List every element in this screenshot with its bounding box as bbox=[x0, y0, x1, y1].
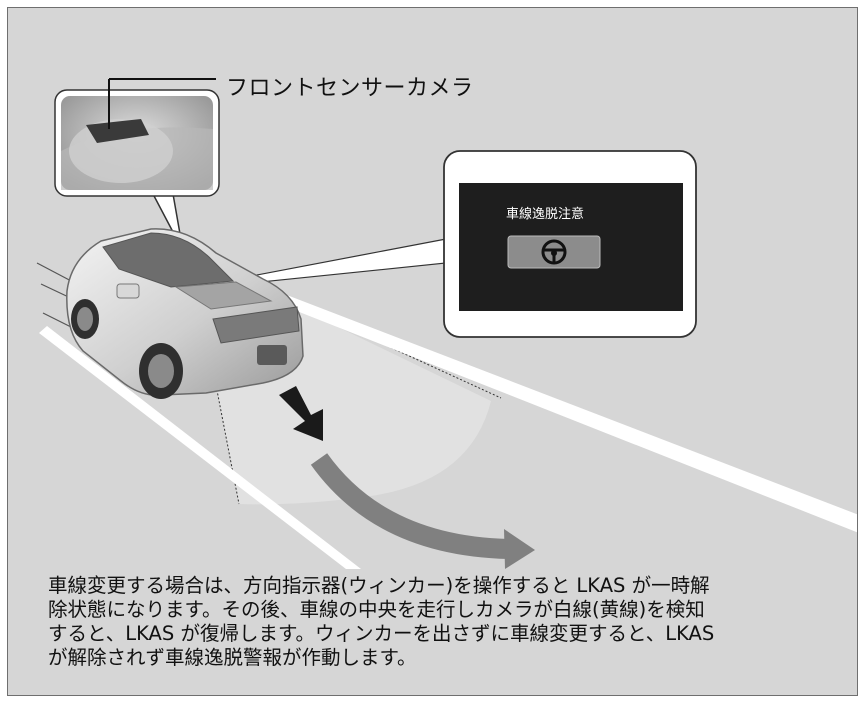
diagram-frame: フロントセンサーカメラ 車線逸脱注意 車線変更する場合は、方向指示器(ウィンカー… bbox=[7, 7, 858, 696]
steering-wheel-icon bbox=[541, 239, 567, 265]
lane-change-arrow-shaft bbox=[310, 453, 510, 559]
explanation-line: 車線変更する場合は、方向指示器(ウィンカー)を操作すると LKAS が一時解 bbox=[48, 574, 710, 597]
lane-line-left bbox=[39, 326, 361, 569]
explanation-text: 車線変更する場合は、方向指示器(ウィンカー)を操作すると LKAS が一時解 除… bbox=[48, 574, 838, 670]
lane-line-right bbox=[241, 282, 857, 533]
lane-departure-scene bbox=[36, 78, 857, 569]
lane-departure-warning-message: 車線逸脱注意 bbox=[505, 207, 584, 222]
front-sensor-camera-label: フロントセンサーカメラ bbox=[226, 76, 474, 101]
explanation-line: すると、LKAS が復帰します。ウィンカーを出さずに車線変更すると、LKAS bbox=[48, 622, 715, 645]
explanation-line: 除状態になります。その後、車線の中央を走行しカメラが白線(黄線)を検知 bbox=[48, 598, 705, 621]
vehicle-illustration bbox=[66, 228, 304, 399]
front-sensor-camera-icon bbox=[86, 119, 149, 143]
departure-arrow-short bbox=[279, 386, 323, 441]
explanation-line: が解除されず車線逸脱警報が作動します。 bbox=[48, 646, 417, 669]
lane-change-arrow-head bbox=[504, 529, 535, 569]
